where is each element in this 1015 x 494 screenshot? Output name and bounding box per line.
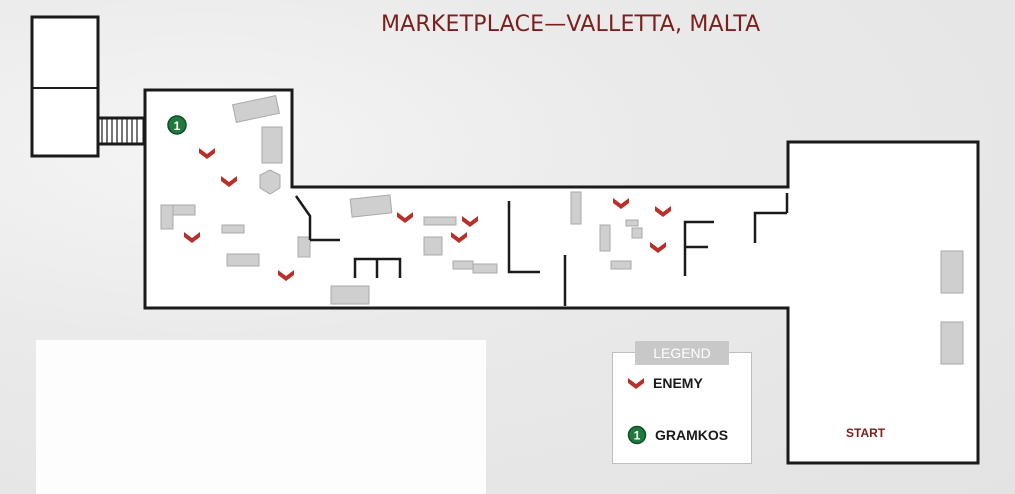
crate — [423, 216, 457, 226]
legend-label-gramkos: GRAMKOS — [655, 427, 729, 443]
legend-gramkos-number: 1 — [634, 429, 641, 443]
tower-room — [30, 15, 100, 158]
gramkos-number: 1 — [174, 119, 181, 133]
enemy-chevron-icon — [650, 242, 666, 253]
enemy-markers — [184, 148, 671, 281]
crate — [940, 321, 964, 365]
crate — [625, 219, 639, 227]
obstacles — [160, 95, 964, 365]
crate — [172, 204, 196, 216]
legend-item-gramkos: 1 GRAMKOS — [627, 425, 728, 445]
gramkos-marker-icon: 1 — [167, 115, 187, 135]
crate — [226, 253, 260, 267]
crate — [472, 263, 498, 274]
crate — [297, 236, 311, 258]
enemy-chevron-icon — [278, 270, 294, 281]
interior-walls — [294, 193, 789, 306]
crate — [423, 236, 443, 256]
stair-connector — [96, 116, 146, 146]
blank-panel — [36, 340, 486, 494]
gramkos-marker-icon: 1 — [627, 425, 647, 445]
enemy-chevron-icon — [221, 176, 237, 187]
stairs — [101, 118, 138, 144]
crate — [599, 224, 611, 252]
main-hall — [143, 88, 980, 465]
legend-title: LEGEND — [635, 341, 729, 365]
enemy-chevron-icon — [613, 198, 629, 209]
enemy-chevron-icon — [184, 232, 200, 243]
enemy-chevron-icon — [628, 378, 644, 389]
legend-item-enemy: ENEMY — [627, 375, 703, 391]
crate — [221, 224, 245, 234]
enemy-chevron-icon — [199, 148, 215, 159]
crate — [610, 260, 632, 270]
hex-barrel — [259, 169, 281, 195]
crate — [160, 204, 174, 230]
enemy-chevron-icon — [397, 212, 413, 223]
crate — [570, 191, 582, 225]
crate — [232, 95, 280, 123]
enemy-chevron-icon — [451, 232, 467, 243]
crate — [261, 126, 283, 164]
legend-box: LEGEND ENEMY 1 GRAMKOS — [612, 341, 752, 464]
legend-label-enemy: ENEMY — [653, 375, 703, 391]
map-title: MARKETPLACE—VALLETTA, MALTA — [381, 12, 761, 37]
building-walls — [30, 15, 980, 465]
crate — [631, 227, 643, 239]
crate — [349, 194, 393, 218]
enemy-chevron-icon — [462, 216, 478, 227]
start-label: START — [846, 426, 886, 440]
crate — [452, 260, 474, 270]
crate — [940, 250, 964, 294]
crate — [330, 285, 370, 305]
enemy-chevron-icon — [655, 206, 671, 217]
